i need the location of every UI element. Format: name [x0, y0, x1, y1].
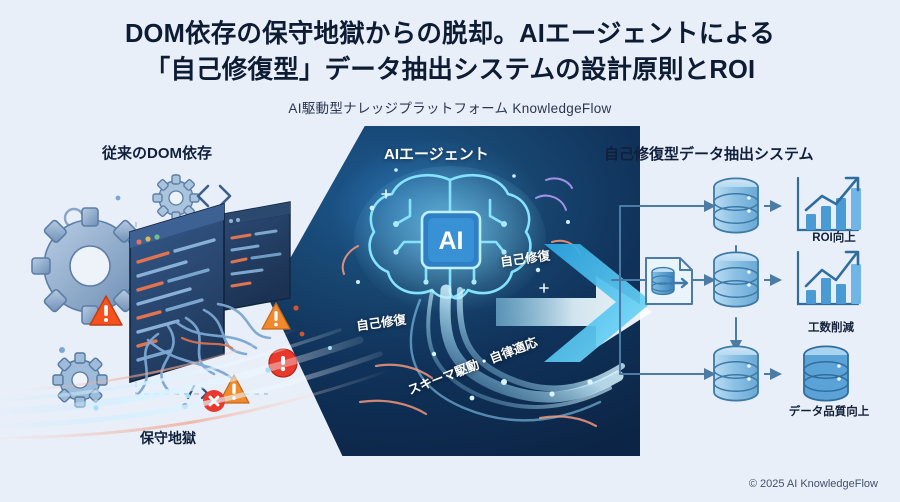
pipeline-database-1 — [713, 177, 759, 234]
header: DOM依存の保守地獄からの脱却。AIエージェントによる 「自己修復型」データ抽出… — [0, 0, 900, 117]
pipeline-database-2 — [713, 251, 759, 308]
legacy-dom-graphic — [31, 174, 305, 412]
section-heading-ai-agent: AIエージェント — [384, 146, 489, 163]
legacy-dom-illustration — [18, 158, 308, 428]
tangled-wires-highlight — [180, 336, 234, 350]
caption-maintenance-hell: 保守地獄 — [140, 430, 196, 446]
outcome-label-quality: データ品質向上 — [788, 406, 870, 418]
page-subtitle: AI駆動型ナレッジプラットフォーム KnowledgeFlow — [288, 101, 612, 116]
section-heading-system: 自己修復型データ抽出システム — [604, 146, 814, 163]
sparkle-particles — [341, 168, 581, 293]
flow-particles-warm — [358, 363, 598, 428]
ai-chip-label: AI — [439, 227, 464, 255]
outcome-icon-effort — [796, 250, 861, 306]
outcome-icon-roi — [796, 176, 861, 232]
outcome-label-effort: 工数削減 — [808, 322, 854, 334]
brain-nodes — [393, 221, 507, 285]
panel-exit-chevron — [544, 244, 652, 362]
code-window-back — [223, 201, 291, 311]
flow-particles — [431, 351, 593, 401]
outcome-label-roi: ROI向上 — [812, 232, 856, 244]
warning-triangle-icon-2 — [261, 302, 291, 330]
pipeline-database-3 — [713, 345, 759, 402]
ai-chip: AI — [420, 210, 482, 270]
energy-streaks-left — [0, 326, 392, 440]
footer-copyright: © 2025 AI KnowledgeFlow — [748, 478, 878, 490]
pipeline-out-lines — [764, 205, 770, 375]
gear-icon-small-top — [152, 174, 200, 222]
self-healing-pipeline-graphic — [611, 176, 861, 402]
warning-triangle-icon-1 — [89, 295, 123, 326]
outcome-icon-quality — [803, 345, 849, 402]
title-line-2: 「自己修復型」データ抽出システムの設計原則とROI — [144, 56, 756, 84]
page-title: DOM依存の保守地獄からの脱却。AIエージェントによる 「自己修復型」データ抽出… — [0, 16, 900, 88]
title-line-1: DOM依存の保守地獄からの脱却。AIエージェントによる — [124, 20, 776, 48]
document-database-transform-icon — [645, 257, 693, 305]
code-tag-icon — [196, 184, 232, 208]
section-heading-legacy: 従来のDOM依存 — [102, 145, 212, 162]
